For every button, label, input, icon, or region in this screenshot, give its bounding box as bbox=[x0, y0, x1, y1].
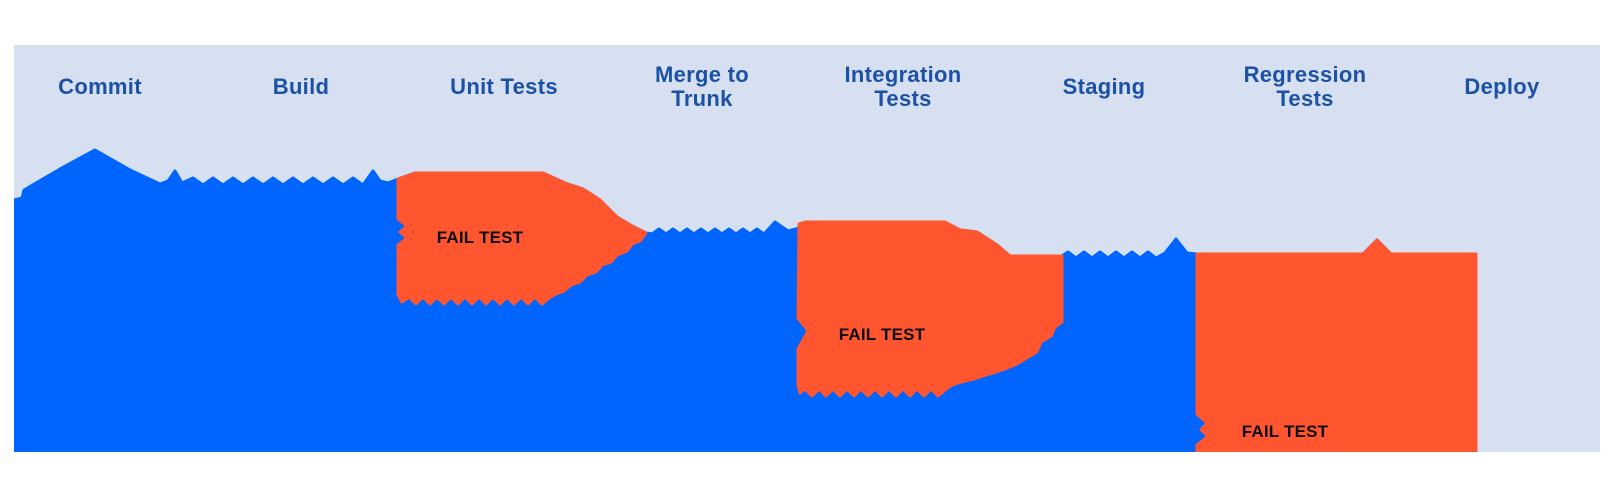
fail-block-regression-tests bbox=[1195, 238, 1478, 452]
fail-block-unit-tests bbox=[396, 171, 648, 306]
fail-test-label-integration-tests: FAIL TEST bbox=[838, 325, 926, 344]
pipeline-flow bbox=[14, 148, 1478, 452]
stage-label-line: Integration bbox=[844, 62, 962, 87]
fail-block-integration-tests bbox=[796, 220, 1064, 398]
stage-label-deploy: Deploy bbox=[1464, 75, 1539, 99]
stage-label-commit: Commit bbox=[58, 75, 142, 99]
stage-label-line: Tests bbox=[874, 86, 932, 111]
stage-label-staging: Staging bbox=[1063, 75, 1146, 99]
stage-label-unit-tests: Unit Tests bbox=[450, 75, 558, 99]
stage-label-line: Deploy bbox=[1464, 74, 1540, 99]
stage-label-line: Tests bbox=[1276, 86, 1334, 111]
stage-label-line: Commit bbox=[58, 74, 142, 99]
stage-label-line: Trunk bbox=[671, 86, 733, 111]
fail-test-label-unit-tests: FAIL TEST bbox=[436, 228, 524, 247]
stage-label-line: Merge to bbox=[654, 62, 750, 87]
stage-label-line: Staging bbox=[1062, 74, 1146, 99]
stage-label-line: Regression bbox=[1243, 62, 1367, 87]
stage-label-line: Unit Tests bbox=[450, 74, 558, 99]
stage-label-build: Build bbox=[273, 75, 330, 99]
fail-test-label-regression-tests: FAIL TEST bbox=[1241, 422, 1329, 441]
stage-label-line: Build bbox=[272, 74, 330, 99]
